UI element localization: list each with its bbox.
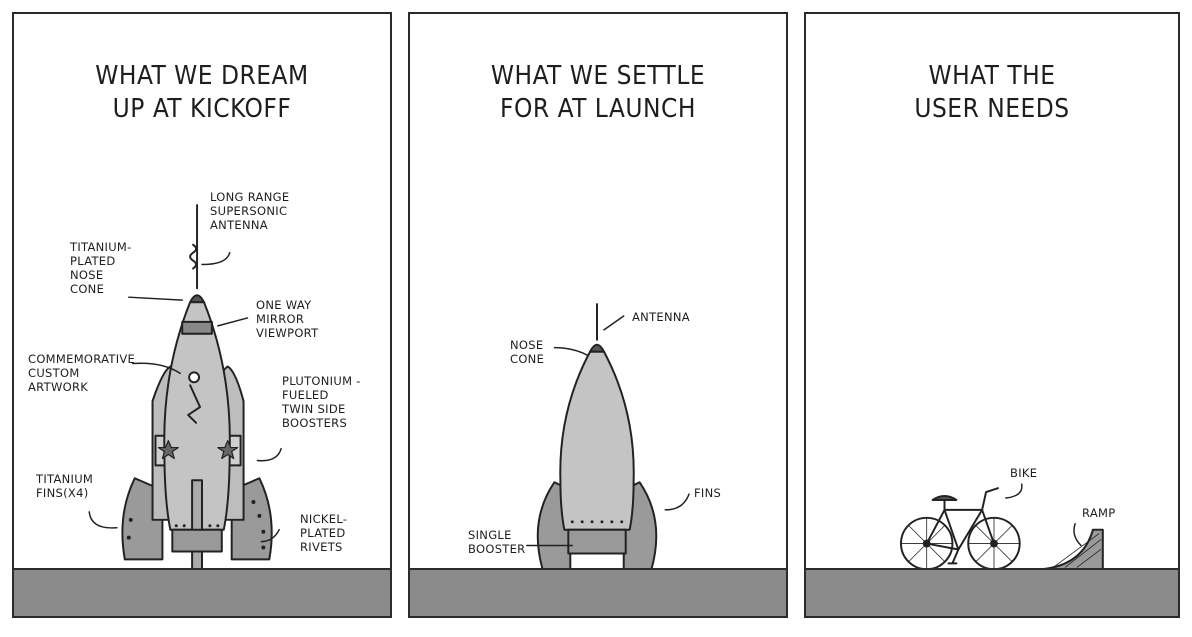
label-antenna: LONG RANGE SUPERSONIC ANTENNA (210, 190, 290, 232)
label-mirror-viewport: ONE WAY MIRROR VIEWPORT (256, 298, 319, 340)
basic-rocket-drawing (526, 303, 690, 571)
panel-kickoff: WHAT WE DREAM UP AT KICKOFF (12, 12, 392, 618)
panel-title: WHAT WE DREAM UP AT KICKOFF (95, 61, 309, 124)
label-fins: TITANIUM FINS(X4) (36, 472, 94, 500)
label-ramp: RAMP (1082, 506, 1116, 520)
panel-launch: WHAT WE SETTLE FOR AT LAUNCH ANTENNA N (408, 12, 788, 618)
bike-and-ramp-drawing (899, 483, 1104, 571)
label-boosters: PLUTONIUM - FUELED TWIN SIDE BOOSTERS (282, 374, 361, 430)
label-nose-cone: NOSE CONE (510, 338, 545, 366)
label-single-booster: SINGLE BOOSTER (468, 528, 526, 556)
ground (14, 568, 390, 616)
label-bike: BIKE (1010, 466, 1038, 480)
panel-title: WHAT THE USER NEEDS (914, 61, 1070, 124)
fancy-rocket-drawing (88, 204, 282, 571)
label-antenna: ANTENNA (632, 310, 690, 324)
ground (410, 568, 786, 616)
label-rivets: NICKEL- PLATED RIVETS (300, 512, 348, 554)
label-nose-cone: TITANIUM- PLATED NOSE CONE (70, 240, 132, 296)
label-artwork: COMMEMORATIVE CUSTOM ARTWORK (28, 352, 136, 394)
panel-title: WHAT WE SETTLE FOR AT LAUNCH (490, 61, 706, 124)
panel-user-needs: WHAT THE USER NEEDS (804, 12, 1180, 618)
label-fins: FINS (694, 486, 722, 500)
ground (806, 568, 1178, 616)
